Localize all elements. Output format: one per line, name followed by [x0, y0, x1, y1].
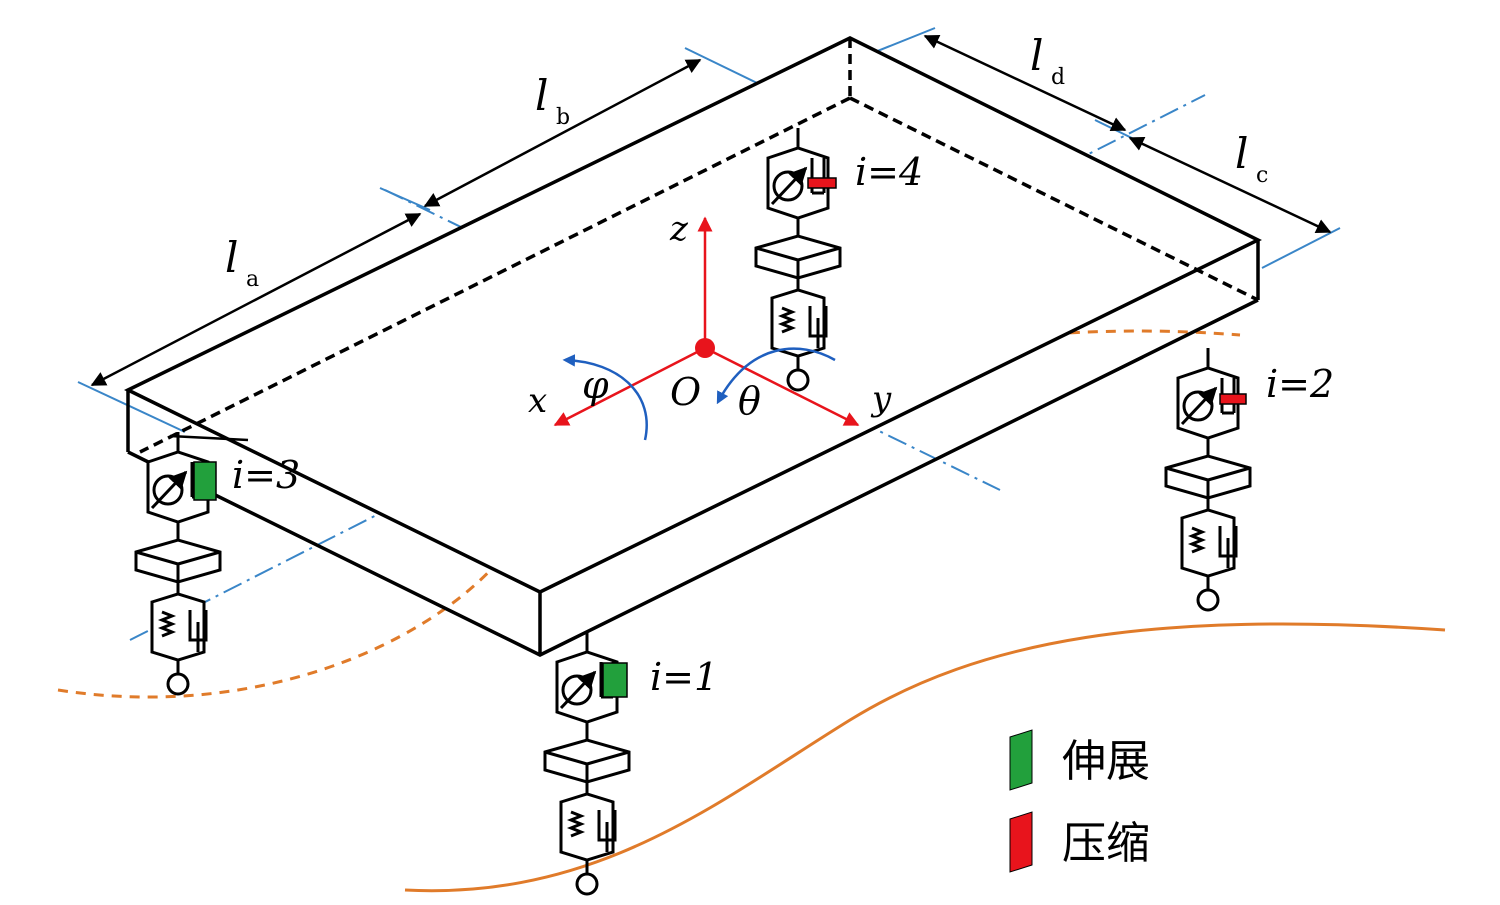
y-axis: [704, 346, 860, 427]
origin-label: O: [670, 370, 701, 414]
z-axis-label: z: [669, 209, 689, 249]
svg-text:a: a: [246, 267, 259, 292]
leg-1-label: i=1: [650, 655, 718, 699]
legend-compression-swatch: [1009, 811, 1033, 873]
svg-text:l: l: [1030, 31, 1043, 80]
leg-2-label: i=2: [1266, 362, 1334, 406]
origin-point: [695, 338, 715, 358]
vehicle-body: [124, 36, 1262, 657]
svg-text:l: l: [1235, 129, 1248, 178]
legend: 伸展 压缩: [1009, 729, 1150, 873]
theta-label: θ: [738, 379, 761, 423]
phi-label: φ: [582, 363, 609, 407]
leg-3-label: i=3: [232, 453, 300, 497]
leg-4-label: i=4: [855, 150, 923, 194]
x-axis: [553, 346, 706, 427]
legend-compression-label: 压缩: [1062, 818, 1150, 869]
legend-extension-swatch: [1009, 729, 1033, 791]
y-axis-label: y: [870, 379, 892, 419]
coordinate-axes: [553, 216, 860, 441]
dim-ld-arrow: [923, 34, 1127, 132]
dim-lc-label: l c: [1235, 129, 1268, 188]
svg-text:l: l: [225, 233, 238, 282]
suspension-leg-2: [1166, 348, 1250, 610]
leg-4-compression-marker: [807, 177, 837, 189]
dim-lb-arrow: [423, 58, 702, 208]
svg-text:b: b: [556, 105, 570, 130]
leg-3-extension-marker: [193, 461, 217, 501]
svg-text:l: l: [535, 71, 548, 120]
dim-la-arrow: [90, 212, 422, 387]
dim-ld-label: l d: [1030, 31, 1065, 90]
dim-la-label: l a: [225, 233, 259, 292]
leg-1-extension-marker: [602, 662, 628, 698]
legend-extension-label: 伸展: [1062, 736, 1150, 787]
svg-text:c: c: [1256, 163, 1268, 188]
dim-lb-label: l b: [535, 71, 570, 130]
x-axis-label: x: [528, 381, 547, 421]
leg-2-compression-marker: [1219, 393, 1247, 405]
dim-lc-arrow: [1128, 136, 1332, 234]
phi-rotation-arrow: [562, 354, 648, 441]
road-profile-solid: [404, 622, 1446, 893]
svg-text:d: d: [1051, 65, 1065, 90]
dimension-arrows: [90, 34, 1332, 387]
theta-rotation-arrow: [716, 347, 836, 405]
